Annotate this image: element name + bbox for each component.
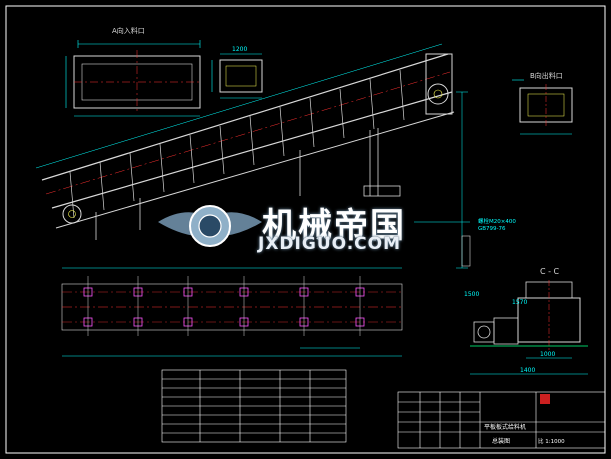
inlet-view: 1200 — [211, 46, 263, 99]
section-c: C - C 1500 1570 1000 1400 — [464, 267, 588, 375]
view-a: A向入料口 — [65, 26, 201, 117]
callout-1: 螺栓M20×400 — [478, 217, 516, 225]
machine-name: 平板板式给料机 — [484, 423, 526, 431]
dim-1200: 1200 — [232, 46, 247, 53]
dim-1000: 1000 — [540, 351, 555, 358]
section-label: C - C — [540, 267, 560, 276]
callout-2: GB799-76 — [478, 226, 506, 232]
view-b-label: B向出料口 — [530, 71, 563, 80]
view-b: B向出料口 — [512, 71, 573, 135]
watermark-emblem — [158, 205, 262, 247]
dim-1400: 1400 — [520, 367, 535, 374]
company-logo — [540, 394, 550, 404]
plan-view — [61, 267, 403, 357]
view-a-label: A向入料口 — [112, 26, 145, 35]
watermark-en: JXDIGUO.COM — [258, 234, 402, 254]
dim-1500: 1500 — [464, 291, 479, 298]
drawing-frame — [5, 5, 606, 454]
callout-top: 螺栓M20×400 GB799-76 — [414, 217, 516, 267]
drawing-scale: 比 1:1000 — [538, 437, 565, 445]
drawing-type: 总装图 — [492, 437, 510, 445]
dim-1570: 1570 — [512, 299, 527, 306]
title-block: 平板板式给料机 总装图 比 1:1000 — [397, 391, 606, 449]
watermark-cn: 机械帝国 — [262, 206, 406, 246]
spec-table — [161, 369, 347, 443]
